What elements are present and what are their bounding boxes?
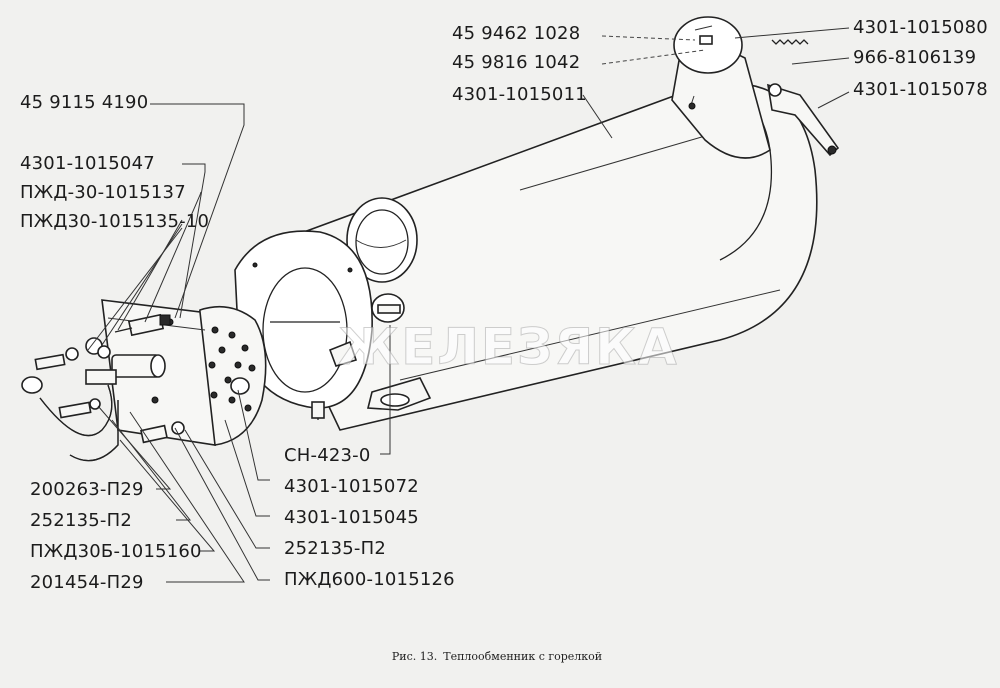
spark-plug	[114, 313, 171, 337]
part-label-4301-1015080: 4301-1015080	[853, 17, 988, 38]
figure-title: Теплообменник с горелкой	[443, 650, 603, 663]
part-label-459115-4190: 45 9115 4190	[20, 92, 149, 113]
part-label-966-8106139: 966-8106139	[853, 47, 977, 68]
part-label-pzhd600-1015126: ПЖД600-1015126	[284, 569, 455, 590]
fuel-nozzle	[85, 354, 166, 385]
spring-bracket	[767, 39, 840, 157]
part-label-459816-1042: 45 9816 1042	[452, 52, 581, 73]
part-label-pzhd-30-1015137: ПЖД-30-1015137	[20, 182, 186, 203]
heat-exchanger-body	[253, 82, 818, 431]
part-label-4301-1015047: 4301-1015047	[20, 153, 155, 174]
part-label-4301-1015078: 4301-1015078	[853, 79, 988, 100]
watermark: ЖЕЛЕЗЯКА	[338, 318, 679, 377]
figure-caption: Рис. 13. Теплообменник с горелкой	[0, 650, 1000, 663]
part-label-pzhd30-1015135-10: ПЖД30-1015135-10	[20, 211, 210, 232]
part-label-201454-p29: 201454-П29	[30, 572, 144, 593]
fuel-pipe	[39, 384, 119, 462]
part-label-200263-p29: 200263-П29	[30, 479, 144, 500]
leader-lines	[87, 27, 850, 583]
side-ports	[366, 293, 432, 411]
front-flange	[234, 230, 373, 420]
fittings	[21, 337, 250, 444]
intake-ring	[346, 197, 418, 283]
part-label-4301-1015045: 4301-1015045	[284, 507, 419, 528]
outlet-elbow	[671, 16, 771, 159]
part-label-pzhd30b-1015160: ПЖД30Б-1015160	[30, 541, 202, 562]
part-label-4301-1015011: 4301-1015011	[452, 84, 587, 105]
part-label-4301-1015072: 4301-1015072	[284, 476, 419, 497]
part-label-252135-p2-right: 252135-П2	[284, 538, 386, 559]
figure-number: Рис. 13.	[391, 650, 438, 663]
part-label-459462-1028: 45 9462 1028	[452, 23, 581, 44]
part-label-252135-p2-left: 252135-П2	[30, 510, 132, 531]
part-label-sn-423-0: СН-423-0	[284, 445, 371, 466]
